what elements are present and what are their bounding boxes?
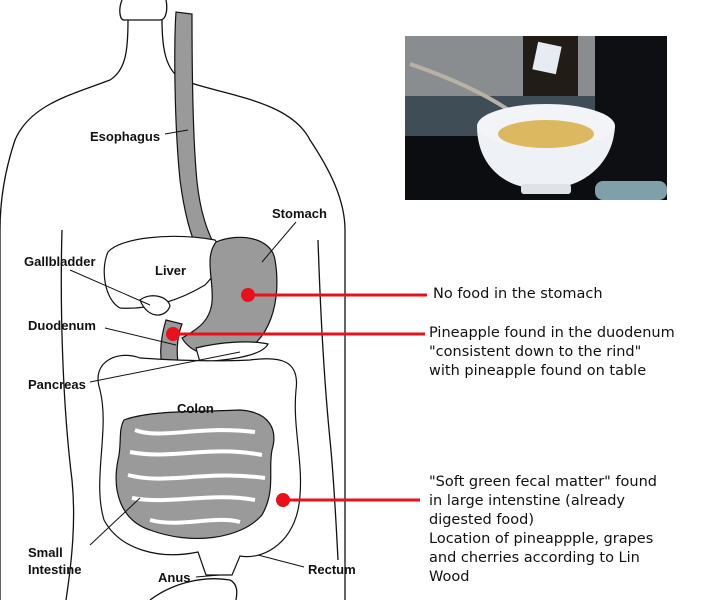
label-small-intestine-1: Small	[28, 545, 63, 560]
gallbladder	[139, 295, 171, 316]
label-liver: Liver	[155, 263, 186, 278]
liver	[103, 235, 221, 309]
label-stomach: Stomach	[272, 206, 327, 221]
organs	[97, 11, 302, 576]
annotation-stomach: No food in the stomach	[433, 286, 603, 302]
label-rectum: Rectum	[308, 562, 356, 577]
leader-lines	[69, 129, 305, 578]
pineapple-bowl-photo	[405, 36, 667, 200]
label-duodenum: Duodenum	[28, 318, 96, 333]
small-intestine	[115, 409, 275, 539]
annotation-duodenum: Pineapple found in the duodenum "consist…	[429, 325, 675, 379]
annotation-large-intestine: "Soft green fecal matter" found in large…	[429, 474, 657, 585]
label-esophagus: Esophagus	[90, 129, 160, 144]
body-outline	[0, 0, 346, 600]
label-anus: Anus	[158, 570, 191, 585]
markers	[166, 288, 427, 507]
label-pancreas: Pancreas	[28, 377, 86, 392]
label-gallbladder: Gallbladder	[24, 254, 96, 269]
label-small-intestine-2: Intestine	[28, 562, 81, 577]
label-colon: Colon	[177, 401, 214, 416]
